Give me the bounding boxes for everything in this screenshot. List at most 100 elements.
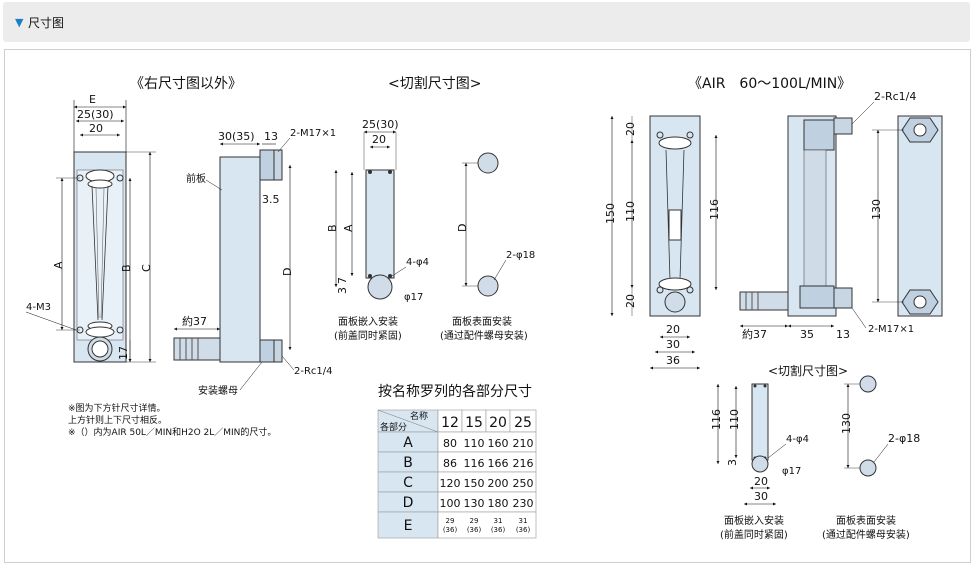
cut1-h7: 7 <box>336 277 349 284</box>
rc2-phi18: 2-φ18 <box>888 432 920 445</box>
section-header[interactable]: ▼ 尺寸图 <box>3 2 970 42</box>
table-col-20: 20 <box>489 415 507 431</box>
table-cell: 230 <box>513 497 534 510</box>
side-dim-about37: 約37 <box>182 314 207 328</box>
cut1-w: 25(30) <box>362 118 399 131</box>
rs-w35: 35 <box>800 328 814 341</box>
rc2-h130: 130 <box>840 413 853 434</box>
cut2-caption-1: 面板表面安装 <box>452 315 512 328</box>
left-dim-m3: 4-M3 <box>26 302 51 313</box>
cut2-phi18: 2-φ18 <box>506 250 535 261</box>
table-cell: 80 <box>443 437 457 450</box>
left-dim-a: A <box>52 261 65 269</box>
cut1-h3: 3 <box>336 287 349 294</box>
rs-w13: 13 <box>836 328 850 341</box>
side-dim-35: 3.5 <box>262 193 280 206</box>
side-dim-w: 30(35) <box>218 130 255 143</box>
table-cell: 86 <box>443 457 457 470</box>
dimension-table: 按名称罗列的各部分尺寸 名称 各部分 12 15 20 25 A 80 110 … <box>377 384 537 539</box>
right-cutout-surface-mount: 130 2-φ18 面板表面安装 (通过配件螺母安装) <box>822 375 920 541</box>
left-dim-h17: 17 <box>117 346 130 360</box>
rc1-w30: 30 <box>754 490 768 503</box>
table-row: D 100 130 180 230 <box>377 491 537 513</box>
rc2-caption-1: 面板表面安装 <box>836 514 896 527</box>
table-col-15: 15 <box>465 415 483 431</box>
table-cell: 110 <box>464 437 485 450</box>
note-line-2: 上方针则上下尺寸相反。 <box>68 414 167 426</box>
cut1-caption-2: (前盖同时紧固) <box>334 329 402 342</box>
rf-h20b: 20 <box>624 294 637 308</box>
left-view-title: 《右尺寸图以外》 <box>130 76 242 92</box>
left-side-view: 30(35) 13 2-M17×1 前板 3.5 D 約37 2-Rc1/4 安… <box>173 128 336 397</box>
rf-w36: 36 <box>666 354 680 367</box>
rf-w30: 30 <box>666 338 680 351</box>
rf-h110: 110 <box>624 201 637 222</box>
table-cell: 250 <box>513 477 534 490</box>
table-row: B 86 116 166 216 <box>377 451 537 473</box>
table-corner-top: 名称 <box>410 410 428 422</box>
table-cell-e: 31(36) <box>516 517 531 534</box>
right-front-view: 《AIR 60～100L/MIN》 150 110 20 20 116 20 3… <box>604 76 851 370</box>
rc1-w20: 20 <box>754 475 768 488</box>
side-dim-d: D <box>281 268 294 276</box>
table-cell-e: 29(36) <box>467 517 482 534</box>
cut1-phi17: φ17 <box>404 292 423 303</box>
table-col-25: 25 <box>514 415 532 431</box>
cut1-caption-1: 面板嵌入安装 <box>338 315 398 328</box>
right-cutout-title: <切割尺寸图> <box>768 363 848 378</box>
side-thread: 2-M17×1 <box>290 128 336 139</box>
left-front-view: 《右尺寸图以外》 E 25(30) 20 A 4-M3 B <box>25 76 242 363</box>
cut1-a: A <box>342 224 355 232</box>
table-row-name: E <box>404 518 413 534</box>
rs-thread: 2-M17×1 <box>868 324 914 335</box>
section-title: 尺寸图 <box>28 16 65 30</box>
rc1-caption-2: (前盖同时紧固) <box>720 528 788 541</box>
cutout-surface-mount: D 2-φ18 面板表面安装 (通过配件螺母安装) <box>440 152 535 342</box>
table-cell: 180 <box>488 497 509 510</box>
cutout-title: <切割尺寸图> <box>388 75 481 92</box>
table-row: A 80 110 160 210 <box>377 431 537 453</box>
rf-h20a: 20 <box>624 122 637 136</box>
table-cell: 130 <box>464 497 485 510</box>
side-front-plate: 前板 <box>186 172 206 185</box>
rs-h130: 130 <box>870 199 883 220</box>
rf-h116: 116 <box>708 199 721 220</box>
cut2-d: D <box>456 224 469 232</box>
table-cell: 166 <box>488 457 509 470</box>
left-dim-w1: 25(30) <box>77 108 114 121</box>
table-row-name: B <box>403 455 413 471</box>
table-cell: 210 <box>513 437 534 450</box>
right-side-view: 2-Rc1/4 約37 35 13 2-M17×1 <box>739 90 916 341</box>
table-col-header: 12 15 20 25 <box>437 409 537 433</box>
side-rc: 2-Rc1/4 <box>294 366 333 377</box>
table-cell: 100 <box>440 497 461 510</box>
right-cutout-flush-mount: <切割尺寸图> 116 110 3 4-φ4 φ17 20 30 面板嵌入安装 … <box>710 363 848 541</box>
side-dim-13: 13 <box>264 130 278 143</box>
cutout-flush-mount: <切割尺寸图> 25(30) 20 B A 7 3 4-φ4 φ17 面板嵌入安… <box>326 75 481 342</box>
table-cell-e: 31(36) <box>491 517 506 534</box>
rc1-h3: 3 <box>726 459 739 466</box>
cut1-phi4: 4-φ4 <box>406 257 429 268</box>
notes: ※图为下方针尺寸详情。 上方针则上下尺寸相反。 ※（）内为AIR 50L／MIN… <box>68 402 276 438</box>
table-row-name: A <box>403 435 413 451</box>
right-view-title: 《AIR 60～100L/MIN》 <box>688 76 851 92</box>
table-col-12: 12 <box>441 415 459 431</box>
rf-h150: 150 <box>604 203 617 224</box>
table-cell: 120 <box>440 477 461 490</box>
table-row-name: D <box>403 495 414 511</box>
table-corner-bottom: 各部分 <box>380 421 407 433</box>
left-dim-e: E <box>89 93 96 106</box>
table-cell: 160 <box>488 437 509 450</box>
table-row: E 29(36) 29(36) 31(36) 31(36) <box>377 511 537 539</box>
side-nut: 安装螺母 <box>198 384 238 397</box>
cut2-caption-2: (通过配件螺母安装) <box>440 329 528 342</box>
rc1-caption-1: 面板嵌入安装 <box>724 514 784 527</box>
rc1-h110: 110 <box>728 409 741 430</box>
table-cell: 200 <box>488 477 509 490</box>
rc2-caption-2: (通过配件螺母安装) <box>822 528 910 541</box>
table-cell: 150 <box>464 477 485 490</box>
table-row-name: C <box>403 475 413 491</box>
rf-w20: 20 <box>666 323 680 336</box>
left-dim-b: B <box>120 264 133 272</box>
